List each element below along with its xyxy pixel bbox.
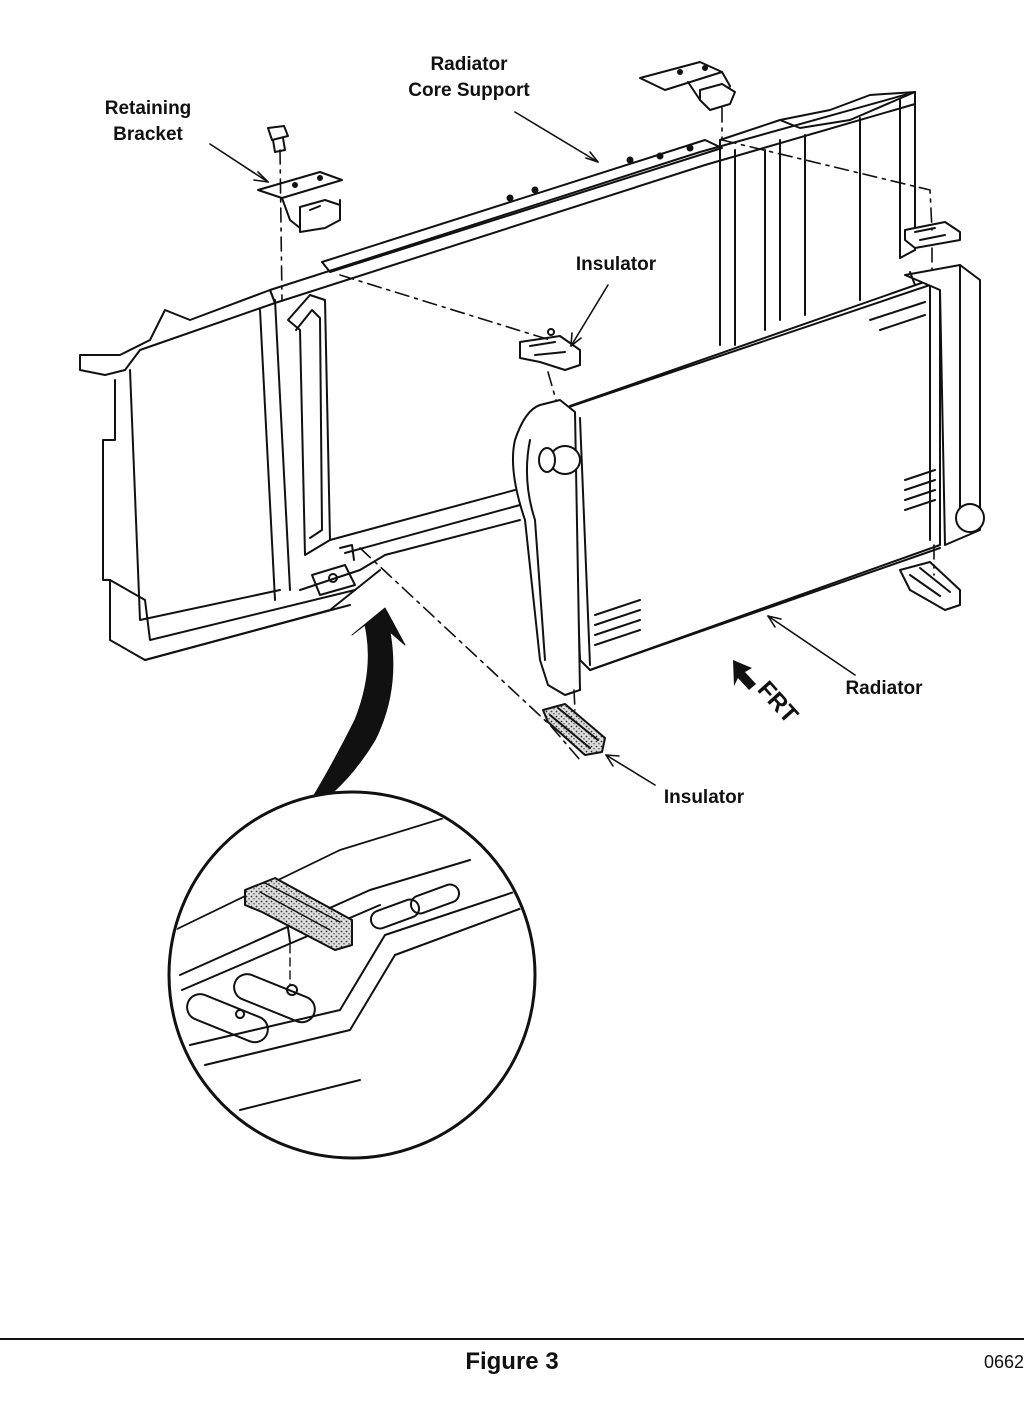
detail-magnifier <box>167 790 537 1160</box>
core-support-label-line1: Radiator <box>430 54 508 75</box>
retaining-bracket-label: Retaining Bracket <box>92 96 204 148</box>
core-support-label: Radiator Core Support <box>396 52 542 104</box>
insulator-lower-label: Insulator <box>654 785 754 811</box>
retaining-bracket-label-line2: Bracket <box>113 124 183 145</box>
assembly-lines <box>279 107 935 761</box>
retaining-bolt <box>267 125 289 153</box>
insulator-lower-right <box>899 561 961 611</box>
figure-caption: Figure 3 <box>465 1348 559 1375</box>
insulator-upper-center <box>519 328 581 371</box>
front-arrow-icon <box>733 660 756 690</box>
insulator-upper-right <box>904 221 961 249</box>
radiator <box>511 264 985 696</box>
insulator-upper-label: Insulator <box>566 252 666 278</box>
insulator-upper-label-text: Insulator <box>575 254 657 275</box>
radiator-label-text: Radiator <box>845 678 923 699</box>
radiator-core-support <box>79 91 916 661</box>
radiator-label: Radiator <box>834 676 934 702</box>
insulator-lower-center <box>542 703 606 756</box>
retaining-bracket-label-line1: Retaining <box>104 98 192 119</box>
leader-lines <box>209 111 856 786</box>
insulator-lower-label-text: Insulator <box>663 787 745 808</box>
figure-code: 0662 <box>983 1352 1024 1372</box>
callout-arrow-icon <box>301 607 406 816</box>
retaining-bracket-right <box>639 61 736 111</box>
footer-rule <box>0 1338 1024 1340</box>
core-support-label-line2: Core Support <box>408 80 530 101</box>
retaining-bracket-left <box>257 171 343 233</box>
